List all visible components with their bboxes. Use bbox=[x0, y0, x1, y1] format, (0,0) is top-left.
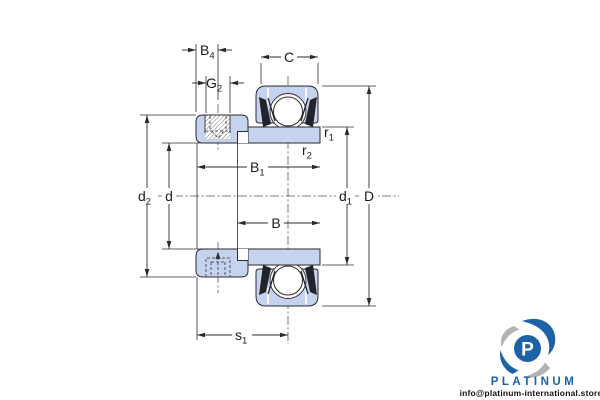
label-mask bbox=[281, 48, 297, 63]
collar-recess-top bbox=[237, 131, 248, 143]
label-mask bbox=[135, 188, 155, 204]
dimension-labels: B4 G2 C r1 r2 B1 B d2 d d1 bbox=[135, 42, 378, 347]
logo-monogram-disc bbox=[514, 335, 541, 362]
dim-label-d: d bbox=[165, 188, 173, 204]
inner-ring-band-bottom bbox=[247, 248, 321, 266]
label-mask bbox=[162, 188, 176, 204]
dimension-arrowheads bbox=[144, 47, 372, 338]
dim-label-d1: d1 bbox=[339, 188, 352, 208]
bottom-bearing-section bbox=[195, 248, 321, 307]
set-screw-top bbox=[204, 114, 231, 139]
logo-email-text: info@platinum-international.store bbox=[460, 388, 600, 398]
screw-thread-hatch bbox=[205, 115, 230, 139]
dim-label-s1: s1 bbox=[235, 327, 247, 347]
seal-right-top bbox=[305, 97, 317, 127]
dim-label-dcap: D bbox=[364, 188, 374, 204]
seal-right-bottom bbox=[305, 265, 317, 295]
extension-lines bbox=[140, 44, 376, 340]
inner-ring-collar-bottom bbox=[195, 248, 249, 278]
logo-petal-gray-top-left bbox=[500, 326, 520, 347]
logo-petal-gray-bottom-right bbox=[524, 362, 550, 378]
logo-petal-blue-bottom-left bbox=[500, 350, 519, 374]
seal-lip-line bbox=[267, 97, 276, 122]
dim-label-b4: B4 bbox=[200, 42, 215, 62]
logo-brand-text: PLATINUM bbox=[491, 376, 578, 388]
logo-monogram-letter: P bbox=[521, 340, 534, 361]
label-mask bbox=[268, 215, 284, 231]
dim-label-b1: B1 bbox=[250, 159, 265, 179]
label-mask bbox=[232, 326, 252, 343]
seal-left-top bbox=[259, 97, 271, 127]
top-bearing-section bbox=[195, 85, 321, 144]
dim-label-d2: d2 bbox=[138, 188, 151, 208]
dim-label-c: C bbox=[284, 49, 294, 65]
platinum-logo: P PLATINUM info@platinum-international.s… bbox=[460, 318, 600, 398]
dim-label-r1: r1 bbox=[324, 124, 334, 144]
seal-lip-line bbox=[300, 97, 309, 122]
label-mask bbox=[247, 158, 268, 175]
dim-label-g2: G2 bbox=[206, 75, 222, 95]
seal-lip-line bbox=[300, 270, 309, 295]
dim-label-r2: r2 bbox=[302, 142, 312, 162]
logo-petal-blue-right bbox=[522, 318, 556, 355]
ball-bottom bbox=[273, 265, 303, 296]
platinum-logo-icon: P bbox=[500, 318, 556, 378]
dim-label-b: B bbox=[271, 215, 280, 231]
seal-left-bottom bbox=[259, 265, 271, 295]
inner-ring-band-top bbox=[247, 126, 321, 144]
screw-direction-arrow bbox=[215, 251, 221, 259]
screw-hidden-lines bbox=[205, 116, 230, 139]
seal-lip-line bbox=[267, 270, 276, 295]
label-mask bbox=[361, 188, 378, 204]
ball-top bbox=[273, 96, 303, 127]
label-mask bbox=[336, 188, 355, 204]
collar-recess-bottom bbox=[237, 249, 248, 261]
